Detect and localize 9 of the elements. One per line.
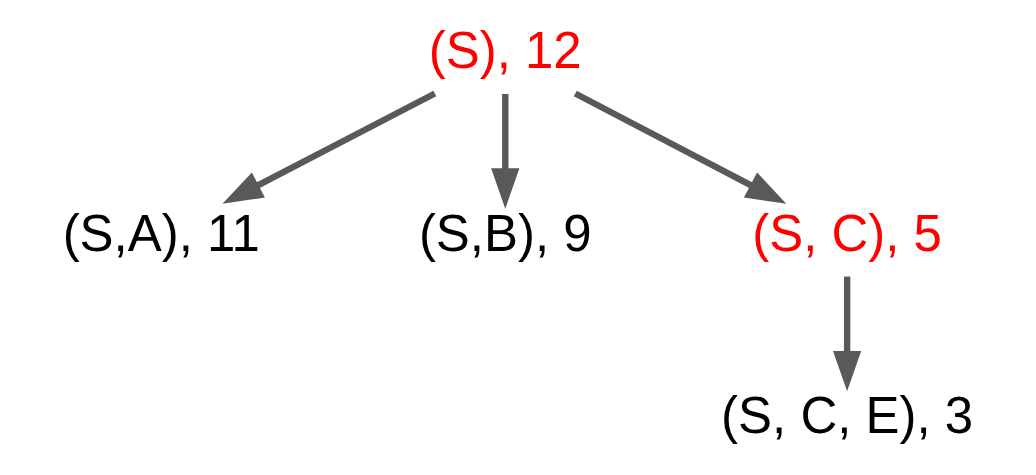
node-text: (S), 12 — [428, 22, 582, 80]
node-text: (S, C), 5 — [752, 204, 942, 262]
arrow — [222, 90, 437, 204]
node-text: (S,A), 11 — [62, 204, 260, 262]
arrow — [491, 93, 520, 209]
arrow — [573, 90, 787, 204]
node-text: (S,B), 9 — [418, 204, 592, 262]
node-text: (S, C, E), 3 — [721, 387, 974, 445]
arrow — [832, 276, 862, 392]
